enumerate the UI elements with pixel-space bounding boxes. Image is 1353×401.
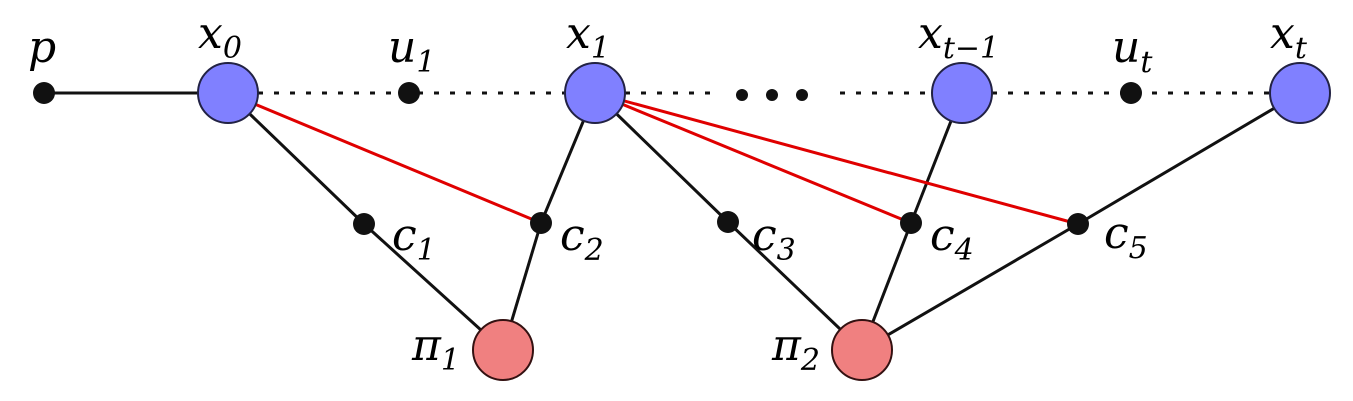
- node-xt: [1269, 62, 1331, 124]
- ellipsis-dot-1: [736, 89, 748, 101]
- red-edges: [227, 91, 1079, 226]
- node-ut: [1120, 82, 1142, 104]
- label-pi2: π2: [771, 320, 820, 378]
- label-ut: ut: [1112, 22, 1153, 80]
- node-pi1: [472, 319, 534, 381]
- label-c3: c3: [752, 210, 796, 268]
- edge-x0-c1: [226, 91, 366, 226]
- ellipsis-dots: [736, 89, 808, 101]
- label-c4: c4: [930, 210, 974, 268]
- labels: p x0 u1 x1 xt−1 ut xt c1 c2 c3: [28, 8, 1308, 378]
- label-c2: c2: [560, 210, 604, 268]
- node-c4: [900, 212, 922, 234]
- node-c2: [530, 212, 552, 234]
- small-nodes: [33, 82, 1142, 235]
- label-c1: c1: [392, 210, 436, 268]
- label-u1: u1: [388, 22, 435, 80]
- node-c3: [717, 211, 739, 233]
- label-xt1: xt−1: [918, 8, 999, 66]
- ellipsis-dot-3: [796, 89, 808, 101]
- label-x0: x0: [198, 8, 242, 66]
- node-u1: [398, 82, 420, 104]
- x-nodes: [197, 62, 1331, 124]
- node-x0: [197, 62, 259, 124]
- node-c5: [1067, 213, 1089, 235]
- edge-xt-c5: [1077, 91, 1301, 226]
- red-edge-x1-c5: [594, 91, 1079, 226]
- red-edge-x0-c2: [227, 91, 542, 225]
- node-c1: [353, 213, 375, 235]
- edge-c1-pi1: [362, 222, 505, 352]
- red-edge-x1-c4: [594, 91, 912, 225]
- node-p: [33, 82, 55, 104]
- label-x1: x1: [566, 8, 610, 66]
- ellipsis-dot-2: [766, 89, 778, 101]
- node-x1: [564, 62, 626, 124]
- label-c5: c5: [1104, 208, 1148, 266]
- label-p: p: [28, 22, 56, 73]
- node-xt1: [931, 62, 993, 124]
- label-pi1: π1: [411, 320, 460, 378]
- pi-nodes: [472, 319, 893, 381]
- label-xt: xt: [1270, 8, 1308, 66]
- edge-c5-pi2: [861, 222, 1079, 352]
- node-pi2: [831, 319, 893, 381]
